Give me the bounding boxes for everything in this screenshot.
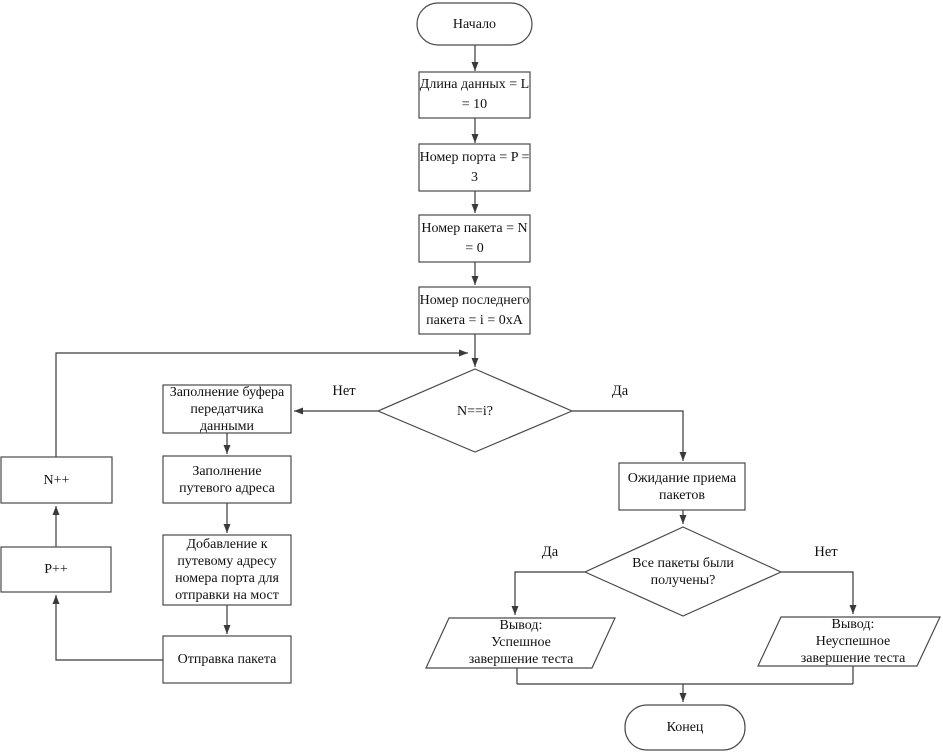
packet-label: Номер пакета = N = 0: [421, 220, 528, 256]
send-packet-label: Отправка пакета: [177, 652, 277, 667]
decision2-label: Все пакеты были получены?: [632, 556, 734, 588]
start-label: Начало: [452, 16, 497, 32]
length-process-shape: [418, 71, 531, 119]
end-terminator-shape: [624, 704, 746, 751]
decision2-diamond-shape: [583, 526, 783, 617]
length-label: Длина данных = L = 10: [419, 77, 530, 112]
fill-path-process-shape: [162, 455, 292, 504]
fill-buffer-process-shape: [162, 384, 292, 434]
last-packet-process-shape: [418, 286, 531, 335]
add-port-label: Добавление к путевому адресу номера порт…: [175, 537, 279, 603]
edge-loop-n-to-decision1: [55, 349, 468, 457]
n-increment-label: N++: [43, 472, 70, 488]
wait-receive-process-shape: [618, 462, 746, 511]
output-fail-io-shape: [757, 616, 941, 667]
decision2-no-label: Нет: [814, 543, 838, 560]
p-increment-label: P++: [44, 562, 68, 577]
send-packet-process-shape: [162, 635, 292, 684]
fill-path-label: Заполнение путевого адреса: [179, 463, 275, 496]
edge-decision1-yes-to-wait: [572, 410, 687, 461]
output-success-io-shape: [425, 617, 616, 669]
port-process-shape: [418, 143, 531, 192]
decision1-label: N==i?: [456, 403, 493, 419]
output-success-label: Вывод: Успешное завершение теста: [468, 618, 574, 667]
edge-decision2-no-to-fail: [781, 571, 857, 614]
add-port-process-shape: [162, 534, 292, 606]
wait-receive-label: Ожидание приема пакетов: [627, 470, 737, 503]
output-fail-label: Вывод: Неуспешное завершение теста: [800, 617, 906, 666]
decision1-diamond-shape: [376, 368, 574, 453]
edge-send-to-p-increment: [52, 595, 163, 661]
decision2-yes-label: Да: [541, 543, 559, 560]
port-label: Номер порта = P = 3: [419, 149, 530, 185]
packet-process-shape: [418, 214, 531, 263]
decision1-no-label: Нет: [332, 382, 356, 399]
start-terminator-shape: [416, 2, 533, 46]
decision1-yes-label: Да: [611, 382, 629, 399]
last-packet-label: Номер последнего пакета = i = 0xA: [419, 292, 530, 328]
end-label: Конец: [666, 720, 704, 735]
p-increment-process-shape: [0, 546, 112, 593]
fill-buffer-label: Заполнение буфера передатчика данными: [169, 384, 285, 434]
edge-decision2-yes-to-success: [511, 571, 585, 615]
n-increment-process-shape: [0, 456, 113, 504]
